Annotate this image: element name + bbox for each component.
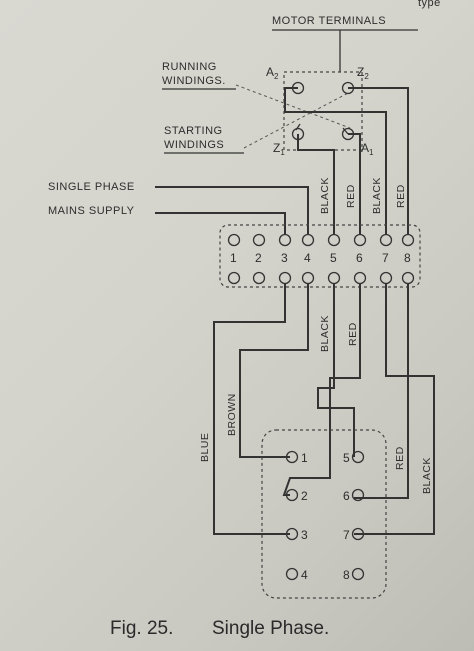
wire-6-to-s2 — [282, 284, 361, 496]
middle-wire-label-1: BLACK — [319, 315, 331, 352]
supply-label-1: SINGLE PHASE — [48, 181, 135, 193]
switch-number-1: 1 — [301, 451, 308, 465]
wire-7-to-s7 — [354, 284, 435, 535]
block-lower-hole-4 — [301, 271, 315, 285]
running-winding-dash — [235, 84, 351, 129]
switch-number-7: 7 — [343, 528, 350, 542]
wire-8-to-s6 — [354, 284, 409, 499]
terminal-block-top-row — [227, 233, 415, 247]
switch-contact-8 — [351, 567, 365, 581]
supply-wire-2 — [155, 212, 286, 234]
starting-label-1: STARTING — [164, 125, 223, 137]
block-hole-4 — [301, 233, 315, 247]
link-z1 — [295, 123, 301, 131]
block-number-3: 3 — [281, 251, 288, 265]
starting-label-2: WINDINGS — [164, 139, 224, 151]
right-wire-label-2: BLACK — [421, 457, 433, 494]
upper-wire-label-3: BLACK — [371, 177, 383, 214]
figure-number: Fig. 25. — [110, 618, 173, 639]
running-label-2: WINDINGS. — [162, 75, 226, 87]
supply-label-2: MAINS SUPPLY — [48, 205, 135, 217]
switch-right-numbers: 5 6 7 8 — [343, 451, 350, 582]
block-number-8: 8 — [404, 251, 411, 265]
switch-box — [261, 429, 387, 599]
terminal-a1-label: A1 — [361, 141, 374, 157]
switch-contact-3 — [285, 527, 299, 541]
block-number-5: 5 — [330, 251, 337, 265]
switch-number-8: 8 — [343, 568, 350, 582]
block-number-7: 7 — [382, 251, 389, 265]
switch-left-numbers: 1 2 3 4 — [301, 451, 308, 582]
top-clip-text: type — [418, 0, 441, 9]
switch-right-contacts — [351, 450, 365, 581]
wire-z1-to-5 — [297, 134, 335, 234]
wire-5-to-s5 — [317, 284, 355, 457]
wire-brown — [239, 284, 309, 458]
supply-wire-1 — [155, 186, 309, 234]
block-lower-hole-5 — [327, 271, 341, 285]
terminal-block — [219, 224, 421, 288]
switch-contact-2 — [285, 488, 299, 502]
left-wire-label-1: BLUE — [199, 433, 211, 462]
block-lower-hole-6 — [353, 271, 367, 285]
switch-number-3: 3 — [301, 528, 308, 542]
upper-wire-label-2: RED — [345, 184, 357, 208]
wire-a1-to-6 — [348, 133, 361, 234]
right-wire-label-1: RED — [394, 446, 406, 470]
switch-number-2: 2 — [301, 489, 308, 503]
block-hole-5 — [327, 233, 341, 247]
switch-contact-5 — [351, 450, 365, 464]
block-hole-2 — [252, 233, 266, 247]
block-lower-hole-7 — [379, 271, 393, 285]
block-lower-hole-2 — [252, 271, 266, 285]
block-number-1: 1 — [230, 251, 237, 265]
switch-number-4: 4 — [301, 568, 308, 582]
switch-contact-1 — [285, 450, 299, 464]
wire-a2-to-7 — [284, 87, 387, 234]
switch-left-contacts — [285, 450, 299, 581]
middle-wire-label-2: RED — [347, 322, 359, 346]
block-number-2: 2 — [255, 251, 262, 265]
block-hole-8 — [401, 233, 415, 247]
motor-terminals-label: MOTOR TERMINALS — [272, 15, 386, 27]
terminal-a2-label: A2 — [266, 65, 279, 81]
switch-number-5: 5 — [343, 451, 350, 465]
upper-wire-label-4: RED — [395, 184, 407, 208]
block-hole-3 — [278, 233, 292, 247]
block-hole-1 — [227, 233, 241, 247]
figure-title: Single Phase. — [212, 618, 329, 639]
block-lower-hole-3 — [278, 271, 292, 285]
terminal-z2-label: Z2 — [357, 65, 369, 81]
block-hole-6 — [353, 233, 367, 247]
block-number-6: 6 — [356, 251, 363, 265]
link-a1 — [342, 127, 349, 135]
block-lower-hole-8 — [401, 271, 415, 285]
upper-wire-label-1: BLACK — [319, 177, 331, 214]
terminal-block-numbers: 1 2 3 4 5 6 7 8 — [230, 251, 411, 265]
left-wire-label-2: BROWN — [226, 393, 238, 436]
wire-blue — [213, 284, 290, 535]
block-hole-7 — [379, 233, 393, 247]
terminal-block-bottom-row — [227, 271, 415, 285]
switch-number-6: 6 — [343, 489, 350, 503]
running-label-1: RUNNING — [162, 61, 217, 73]
wire-z2-to-8 — [348, 87, 409, 234]
switch-contact-4 — [285, 567, 299, 581]
switch-contact-7 — [351, 527, 365, 541]
starting-winding-dash — [243, 91, 351, 149]
block-number-4: 4 — [304, 251, 311, 265]
switch-contact-6 — [351, 488, 365, 502]
block-lower-hole-1 — [227, 271, 241, 285]
